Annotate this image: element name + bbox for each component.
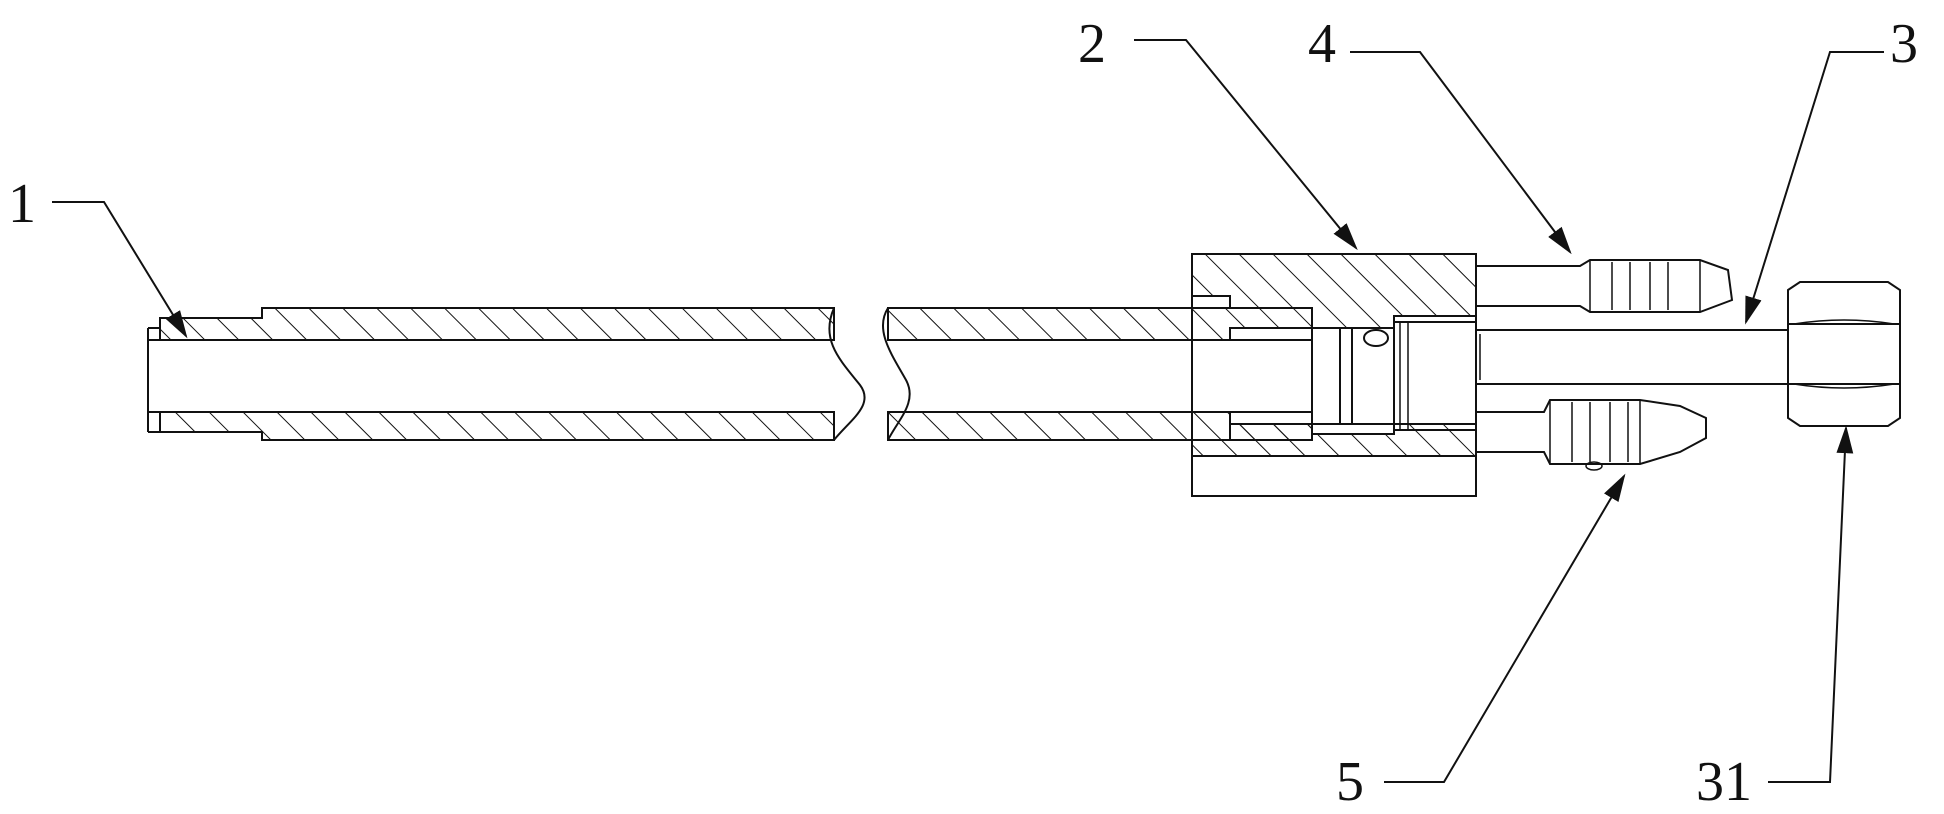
label-part-31: 31 (1696, 751, 1752, 813)
leader-lines (52, 39, 1884, 783)
hex-nut (1787, 281, 1901, 427)
fitting-body (1191, 253, 1477, 497)
upper-barb-nozzle (1476, 259, 1734, 313)
pipe-right-segment (882, 307, 1313, 441)
label-part-5: 5 (1336, 751, 1364, 813)
center-tube (1475, 329, 1789, 385)
pipe-left-segment (147, 307, 866, 441)
leader-31 (1768, 425, 1854, 783)
label-part-1: 1 (8, 173, 36, 235)
inner-insert (1311, 321, 1477, 431)
label-part-4: 4 (1308, 13, 1336, 75)
leader-2 (1134, 39, 1358, 251)
leader-5 (1384, 473, 1626, 783)
label-part-2: 2 (1078, 13, 1106, 75)
lower-barb-nozzle (1476, 399, 1707, 471)
label-part-3: 3 (1890, 13, 1918, 75)
leader-4 (1350, 51, 1572, 255)
leader-3 (1745, 51, 1884, 325)
leader-1 (52, 201, 188, 339)
